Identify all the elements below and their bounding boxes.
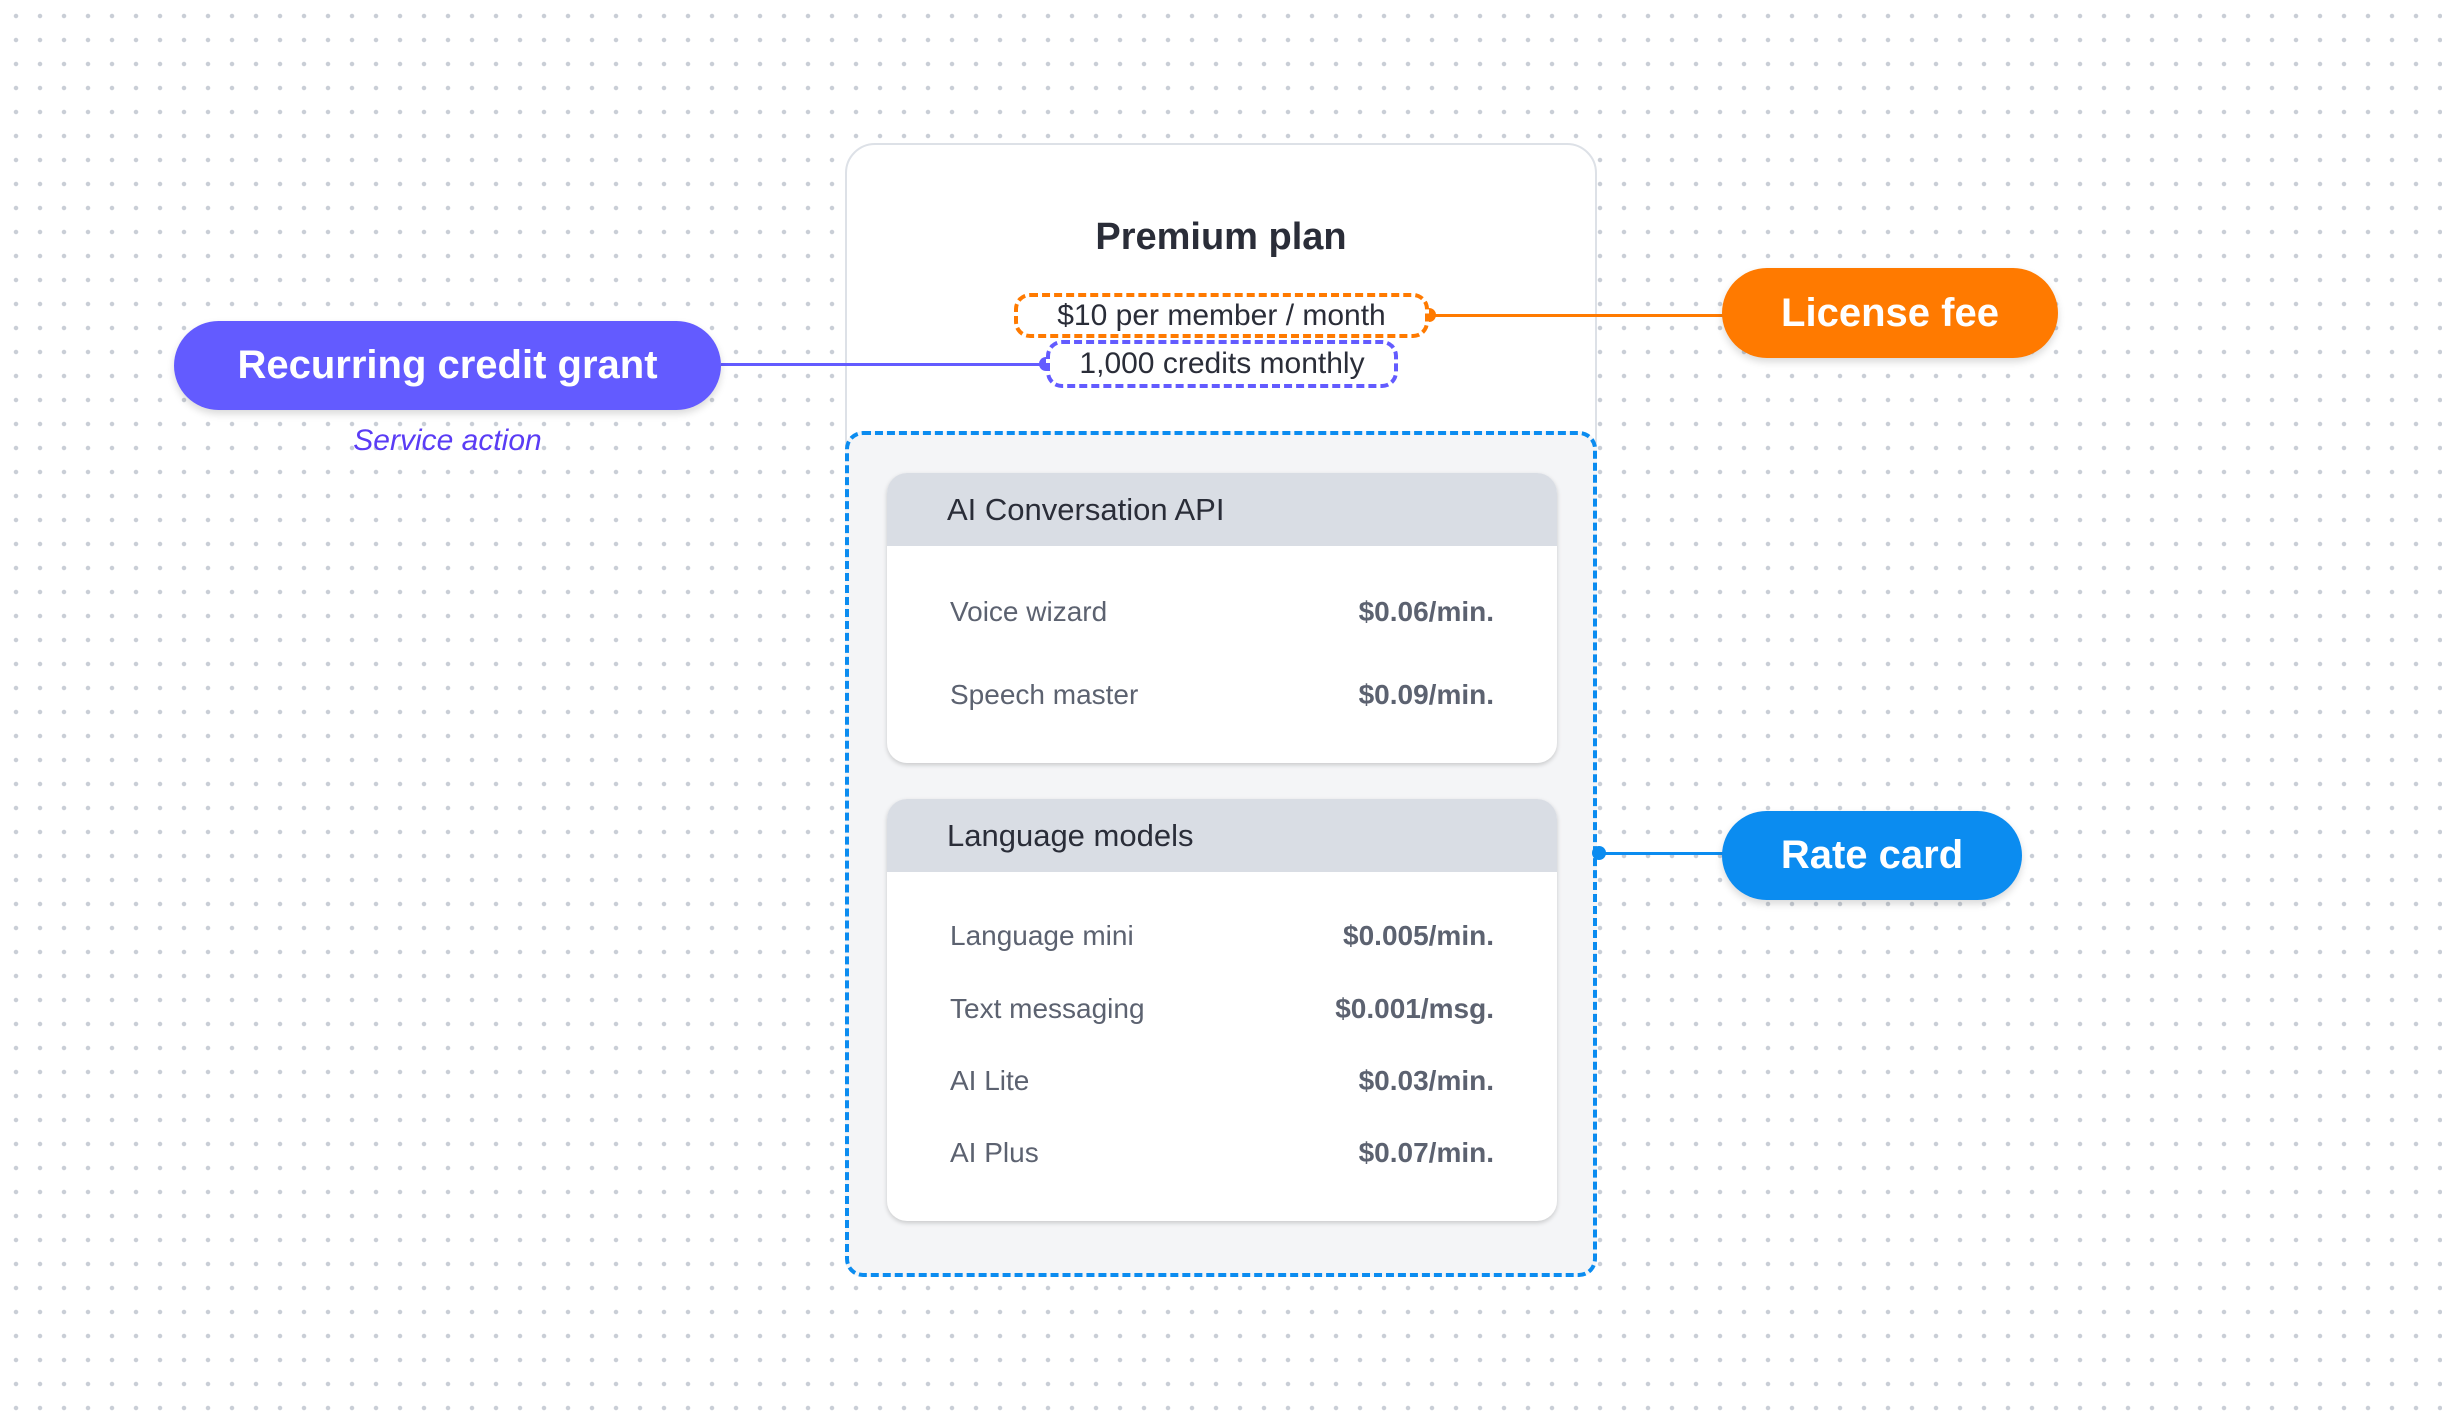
section-header: Language models — [887, 799, 1557, 872]
section-ai-conversation-api: AI Conversation API Voice wizard $0.06/mi… — [887, 473, 1557, 763]
rate-row: AI Lite $0.03/min. — [950, 1065, 1494, 1097]
rate-price: $0.06/min. — [1358, 596, 1494, 627]
license-fee-pill: License fee — [1722, 268, 2058, 358]
rate-price: $0.07/min. — [1358, 1137, 1494, 1168]
license-fee-badge: $10 per member / month — [1014, 293, 1429, 338]
rate-price: $0.03/min. — [1358, 1065, 1494, 1096]
section-header: AI Conversation API — [887, 473, 1557, 546]
rate-row: Text messaging $0.001/msg. — [950, 993, 1494, 1025]
license-connector — [1429, 314, 1724, 317]
rate-card-connector — [1599, 852, 1724, 855]
connector-dot — [1592, 846, 1606, 860]
rate-name: Text messaging — [950, 993, 1145, 1024]
rate-row: Voice wizard $0.06/min. — [950, 596, 1494, 628]
rate-price: $0.09/min. — [1358, 679, 1494, 710]
rate-name: AI Plus — [950, 1137, 1039, 1168]
rate-row: AI Plus $0.07/min. — [950, 1137, 1494, 1169]
rate-price: $0.005/min. — [1343, 920, 1494, 951]
rate-row: Speech master $0.09/min. — [950, 679, 1494, 711]
rate-name: Language mini — [950, 920, 1134, 951]
service-action-label: Service action — [353, 424, 542, 457]
rate-card-pill: Rate card — [1722, 811, 2022, 900]
rate-name: AI Lite — [950, 1065, 1030, 1096]
rate-price: $0.001/msg. — [1335, 993, 1494, 1024]
rate-name: Voice wizard — [950, 596, 1108, 627]
credits-badge: 1,000 credits monthly — [1046, 340, 1398, 388]
rate-row: Language mini $0.005/min. — [950, 920, 1494, 952]
section-language-models: Language models Language mini $0.005/min.… — [887, 799, 1557, 1221]
recurring-connector — [721, 363, 1046, 366]
plan-title: Premium plan — [1095, 216, 1347, 258]
rate-name: Speech master — [950, 679, 1139, 710]
recurring-credit-grant-pill: Recurring credit grant — [174, 321, 721, 410]
